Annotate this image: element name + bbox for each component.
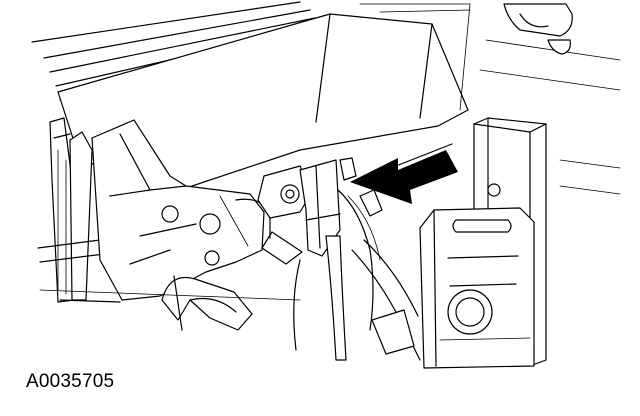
lower-structure: [39, 239, 421, 361]
front-bracket: [419, 207, 535, 369]
latch-assembly: [257, 157, 383, 361]
top-knob: [503, 3, 573, 55]
pointer-arrow-icon: [350, 143, 458, 204]
figure-caption: A0035705: [26, 371, 115, 392]
mechanism-bracket: [91, 119, 271, 301]
lower-arm: [161, 275, 253, 331]
left-rail: [37, 117, 105, 303]
